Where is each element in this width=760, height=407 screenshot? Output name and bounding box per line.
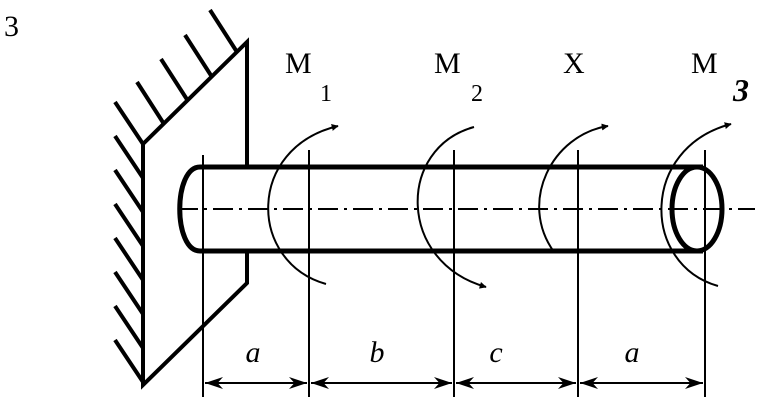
moment-3-arrow — [660, 122, 732, 287]
moment-3-index: 3 — [732, 72, 749, 108]
moment-2-letter: M — [434, 47, 461, 80]
wall-hatching — [113, 8, 239, 384]
moment-1-letter: M — [285, 47, 312, 80]
segment-2-label: b — [370, 336, 385, 369]
moment-1-arrow — [267, 124, 339, 285]
section-lines — [202, 150, 706, 397]
moment-2-index: 2 — [471, 81, 483, 107]
torque-arrows — [267, 122, 732, 289]
segment-3-label: c — [489, 336, 502, 369]
segment-4-label: a — [625, 336, 640, 369]
segment-1-label: a — [246, 336, 261, 369]
figure-number: 3 — [4, 10, 19, 43]
moment-3-letter: M — [691, 47, 718, 80]
moment-2-arrow — [416, 126, 487, 289]
moment-x-letter: X — [563, 47, 585, 80]
dimension-labels: a b c a — [246, 336, 640, 369]
moment-labels: M 1 M 2 X M 3 — [285, 47, 749, 108]
moment-1-index: 1 — [320, 81, 332, 107]
moment-x-arrow — [538, 123, 609, 253]
